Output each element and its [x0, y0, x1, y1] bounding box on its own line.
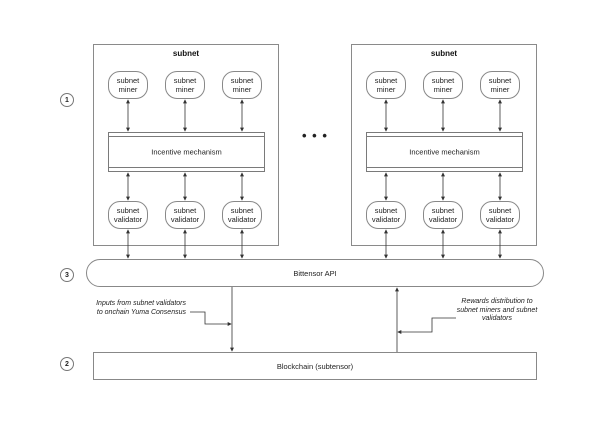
node-label: subnet validator — [227, 206, 257, 224]
blockchain-label: Blockchain (subtensor) — [276, 361, 354, 371]
node-label: subnet validator — [371, 206, 401, 224]
subnet-validator-node: subnet validator — [165, 201, 205, 229]
step-marker-1: 1 — [60, 93, 74, 107]
inputs-note: Inputs from subnet validators to onchain… — [96, 300, 186, 316]
incentive-mechanism-box: Incentive mechanism — [108, 132, 265, 172]
subnet-validator-node: subnet validator — [480, 201, 520, 229]
incentive-top-stripe — [367, 133, 522, 137]
api-label: Bittensor API — [293, 268, 337, 278]
node-label: subnet miner — [374, 76, 398, 94]
step-marker-3: 3 — [60, 268, 74, 282]
node-label: subnet miner — [173, 76, 197, 94]
incentive-top-stripe — [109, 133, 264, 137]
subnet-miner-node: subnet miner — [366, 71, 406, 99]
node-label: subnet miner — [431, 76, 455, 94]
subnet-title: subnet — [430, 49, 458, 58]
more-subnets-ellipsis: • • • — [302, 128, 328, 143]
incentive-mechanism-label: Incentive mechanism — [409, 147, 480, 157]
subnet-validator-node: subnet validator — [366, 201, 406, 229]
subnet-miner-node: subnet miner — [165, 71, 205, 99]
subnet-miner-node: subnet miner — [108, 71, 148, 99]
incentive-mechanism-label: Incentive mechanism — [151, 147, 222, 157]
subnet-miner-node: subnet miner — [480, 71, 520, 99]
node-label: subnet miner — [488, 76, 512, 94]
subnet-title: subnet — [172, 49, 200, 58]
blockchain-box: Blockchain (subtensor) — [93, 352, 537, 380]
bittensor-api-bar: Bittensor API — [86, 259, 544, 287]
subnet-validator-node: subnet validator — [108, 201, 148, 229]
step-number: 3 — [65, 271, 69, 279]
subnet-miner-node: subnet miner — [222, 71, 262, 99]
step-number: 2 — [65, 360, 69, 368]
step-number: 1 — [65, 96, 69, 104]
subnet-validator-node: subnet validator — [423, 201, 463, 229]
step-marker-2: 2 — [60, 357, 74, 371]
incentive-bottom-stripe — [367, 167, 522, 171]
subnet-validator-node: subnet validator — [222, 201, 262, 229]
node-label: subnet validator — [428, 206, 458, 224]
node-label: subnet miner — [230, 76, 254, 94]
rewards-callout-arrow — [397, 317, 456, 334]
node-label: subnet validator — [485, 206, 515, 224]
inputs-callout-arrow — [190, 311, 232, 326]
incentive-bottom-stripe — [109, 167, 264, 171]
subnet-miner-node: subnet miner — [423, 71, 463, 99]
node-label: subnet miner — [116, 76, 140, 94]
node-label: subnet validator — [170, 206, 200, 224]
rewards-note: Rewards distribution to subnet miners an… — [456, 298, 538, 322]
node-label: subnet validator — [113, 206, 143, 224]
incentive-mechanism-box: Incentive mechanism — [366, 132, 523, 172]
